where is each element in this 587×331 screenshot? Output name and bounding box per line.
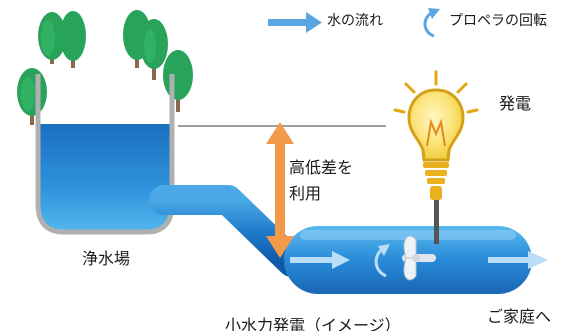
- turbine-highlight: [300, 230, 516, 240]
- tree-icon: [140, 19, 168, 80]
- purification-tank: [35, 74, 175, 235]
- head-label-line2: 利用: [289, 184, 322, 203]
- legend-flow-label: 水の流れ: [327, 13, 383, 29]
- trees-group: [17, 10, 193, 125]
- flow-arrow-icon: [290, 251, 350, 269]
- tree-icon: [17, 68, 47, 125]
- diagram-caption: 小水力発電（イメージ）: [225, 316, 401, 331]
- to-homes-label: ご家庭へ: [487, 307, 552, 326]
- light-bulb-icon: [393, 70, 479, 200]
- flow-arrow-icon: [488, 251, 548, 269]
- tree-icon: [60, 11, 86, 68]
- propeller-icon: [402, 235, 436, 281]
- power-generation-label: 発電: [499, 94, 532, 113]
- tree-icon: [38, 12, 66, 64]
- legend-flow-arrow-icon: [268, 12, 322, 33]
- generator-shaft: [434, 200, 439, 244]
- purification-plant-label: 浄水場: [82, 249, 131, 268]
- tree-icon: [163, 50, 193, 112]
- legend-rotation-icon: [423, 8, 440, 38]
- head-label: 高低差を 利用: [289, 155, 353, 207]
- penstock-pipe: [149, 185, 307, 277]
- rotation-arc-icon: [374, 244, 390, 278]
- head-label-line1: 高低差を: [289, 158, 354, 177]
- head-arrow: [266, 122, 294, 258]
- legend-rotation-label: プロペラの回転: [449, 13, 547, 29]
